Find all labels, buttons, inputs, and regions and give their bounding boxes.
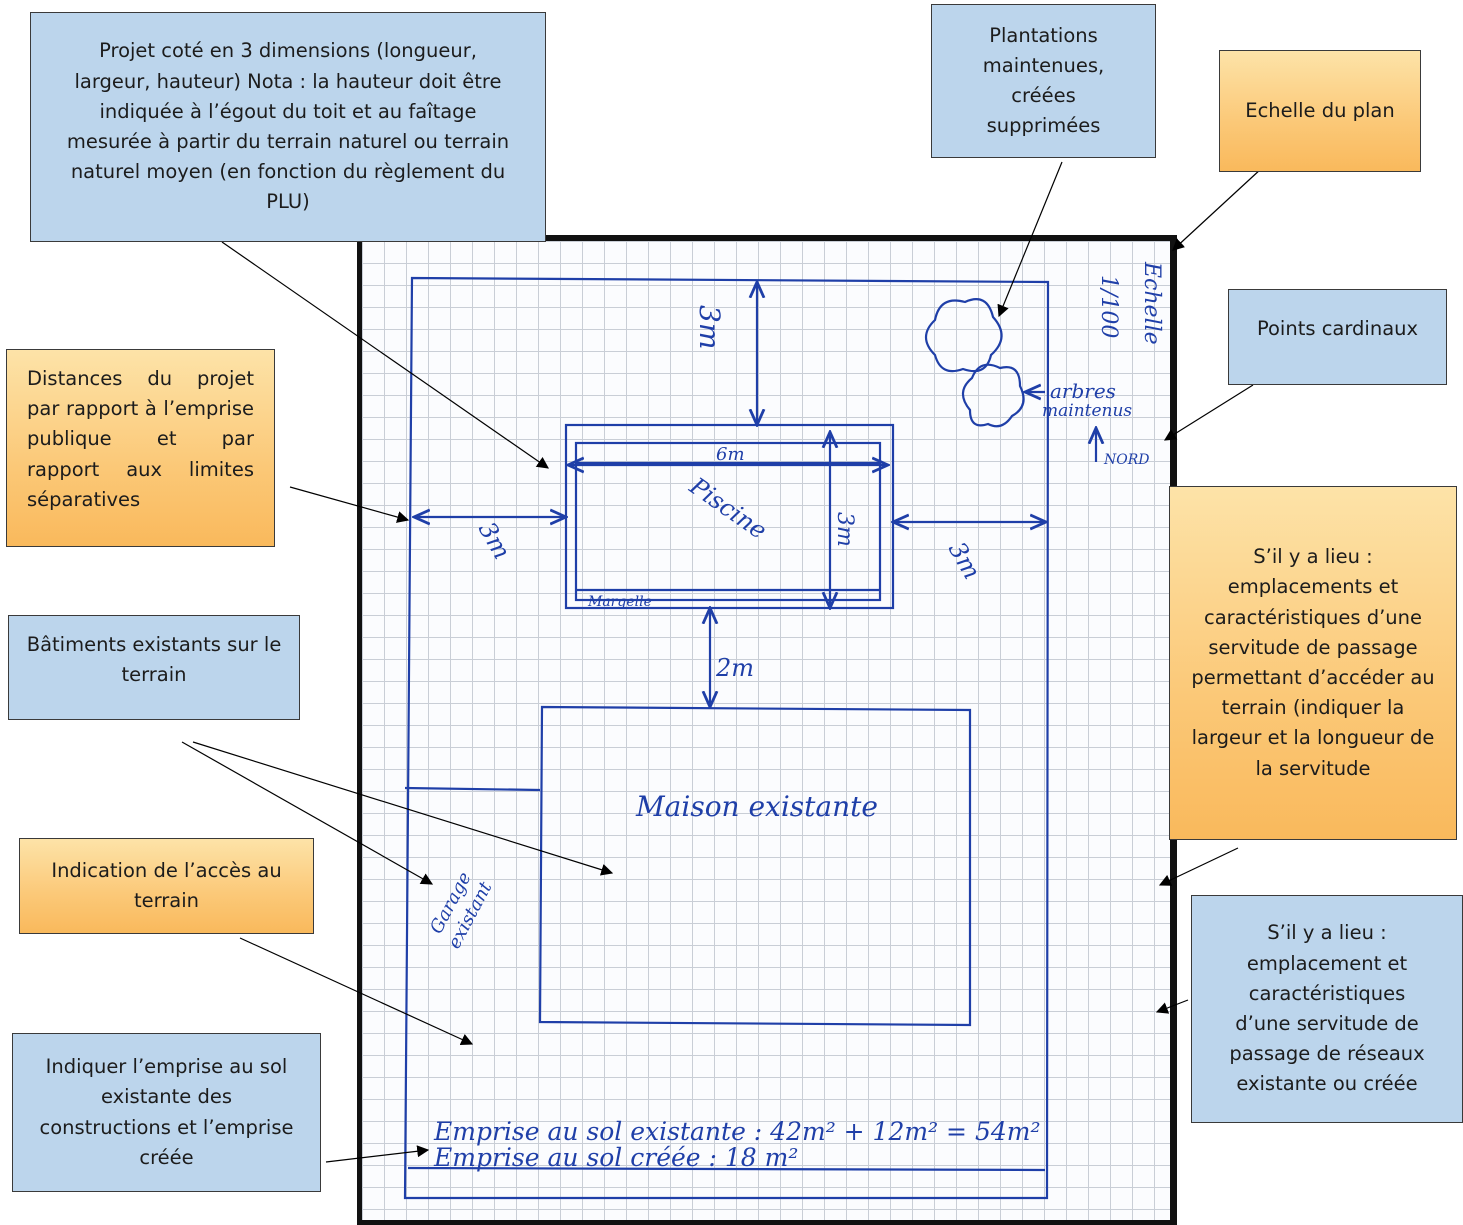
callout-servitude-reseaux: S’il y a lieu : emplacement et caractéri…	[1191, 895, 1463, 1123]
scale-ratio: 1/100	[1096, 275, 1121, 338]
leader-servitude-reseaux	[1155, 999, 1189, 1014]
graph-paper-sheet	[357, 235, 1177, 1225]
trees-label-2: maintenus	[1042, 401, 1132, 421]
garage-outline	[404, 786, 541, 792]
house-label: Maison existante	[635, 790, 878, 823]
pool-basin	[574, 441, 882, 602]
callout-batiments: Bâtiments existants sur le terrain	[8, 615, 300, 720]
leader-distances	[289, 486, 410, 523]
dim-between-label: 2m	[715, 654, 754, 682]
callout-points-cardinaux: Points cardinaux	[1228, 289, 1447, 385]
callout-distances: Distances du projet par rapport à l’empr…	[6, 349, 275, 547]
leader-projet-cote	[221, 241, 549, 469]
emprise-creee-label: Emprise au sol créée : 18 m²	[433, 1143, 798, 1172]
leader-batiments-maison	[192, 741, 614, 876]
callout-plantations: Plantations maintenues, créées supprimée…	[931, 4, 1156, 158]
tree-icon	[924, 298, 1003, 373]
callout-servitude-passage: S’il y a lieu : emplacements et caractér…	[1169, 486, 1457, 840]
leader-servitude-passage	[1158, 847, 1239, 886]
leader-acces	[239, 937, 474, 1045]
property-bottom-line	[407, 1166, 1046, 1172]
trees-label-1: arbres	[1050, 379, 1116, 403]
callout-acces: Indication de l’accès au terrain	[19, 838, 314, 934]
leader-echelle	[1172, 167, 1263, 251]
north-label: NORD	[1103, 452, 1150, 468]
tree-icon	[961, 363, 1025, 428]
emprise-existante-label: Emprise au sol existante : 42m² + 12m² =…	[433, 1117, 1040, 1146]
leader-batiments-garage	[181, 741, 434, 885]
house-outline	[538, 705, 972, 1027]
pool-label: Piscine	[684, 471, 772, 544]
scale-word: Echelle	[1139, 261, 1164, 345]
leader-plantations	[997, 161, 1063, 318]
dim-top-label: 3m	[693, 305, 726, 349]
dim-right-label: 3m	[943, 537, 986, 584]
leader-points-cardinaux	[1163, 384, 1254, 441]
leader-emprise	[325, 1145, 430, 1163]
property-boundary	[403, 276, 1050, 1200]
margelle-label: Margelle	[587, 594, 652, 610]
callout-emprise: Indiquer l’emprise au sol existante des …	[12, 1033, 321, 1192]
dim-pool-height-label: 3m	[832, 512, 857, 547]
callout-projet-cote: Projet coté en 3 dimensions (longueur, l…	[30, 12, 546, 242]
dim-left-label: 3m	[473, 517, 516, 564]
callout-echelle: Echelle du plan	[1219, 50, 1421, 172]
dim-pool-width-label: 6m	[716, 444, 745, 465]
